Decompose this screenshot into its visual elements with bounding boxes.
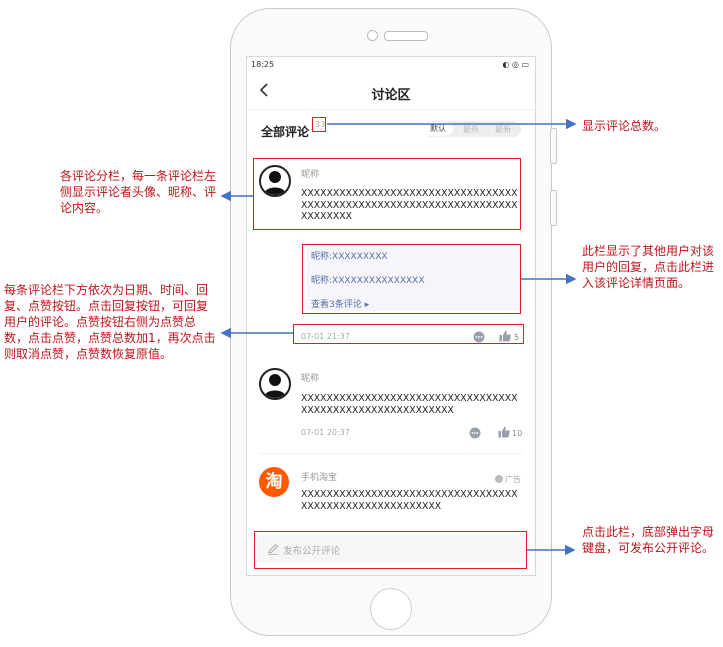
like-icon[interactable] xyxy=(499,330,511,342)
comment-content: XXXXXXXXXXXXXXXXXXXXXXXXXXXXXXXXXXXXXXXX… xyxy=(301,393,518,416)
ad-content: XXXXXXXXXXXXXXXXXXXXXXXXXXXXXXXXXXXXXXXX… xyxy=(301,489,518,512)
status-time: 18:25 xyxy=(251,60,275,69)
highlight-meta xyxy=(293,324,524,344)
ad-name: 手机淘宝 xyxy=(301,473,338,483)
reply-list[interactable]: 昵称:XXXXXXXXX 昵称:XXXXXXXXXXXXXXX 查看3条评论 ▸ xyxy=(306,243,521,311)
side-button xyxy=(550,190,557,226)
like-count: 10 xyxy=(512,429,523,438)
camera-icon xyxy=(367,30,378,41)
status-icons: ◐ ◎ ▭ xyxy=(502,60,529,69)
reply-icon[interactable] xyxy=(473,331,485,343)
phone-screen: 18:25 ◐ ◎ ▭ 讨论区 全部评论 33 默认 最热 最新 昵称 XXXX… xyxy=(246,56,536,576)
user-icon xyxy=(264,374,286,398)
home-button[interactable] xyxy=(370,588,412,630)
nav-bar: 讨论区 xyxy=(247,73,535,110)
sort-tabs: 默认 最热 最新 xyxy=(423,121,521,137)
comment-date: 07-01 20:37 xyxy=(301,428,350,437)
view-more-link[interactable]: 查看3条评论 ▸ xyxy=(311,300,370,310)
comment-count: 33 xyxy=(315,120,326,129)
highlight-replies xyxy=(302,244,521,314)
annotation-replies: 此栏显示了其他用户对该用户的回复，点击此栏进入该评论详情页面。 xyxy=(582,244,715,290)
reply-line: 昵称:XXXXXXXXXXXXXXX xyxy=(311,276,425,286)
annotation-input: 点击此栏，底部弹出字母键盘，可发布公开评论。 xyxy=(582,525,715,555)
back-arrow-icon[interactable] xyxy=(259,83,269,97)
section-title: 全部评论 xyxy=(261,125,310,139)
like-icon[interactable] xyxy=(498,426,510,438)
tab-default[interactable]: 默认 xyxy=(423,122,453,136)
annotation-total: 显示评论总数。 xyxy=(582,119,667,133)
annotation-meta: 每条评论栏下方依次为日期、时间、回复、点赞按钮。点击回复按钮，可回复用户的评论。… xyxy=(4,283,216,361)
user-icon xyxy=(264,171,286,195)
ad-label-text: 广告 xyxy=(505,475,521,484)
speaker-grille xyxy=(384,31,428,41)
input-placeholder: 发布公开评论 xyxy=(283,546,341,557)
reply-line: 昵称:XXXXXXXXX xyxy=(311,252,388,262)
pencil-icon xyxy=(268,543,279,555)
divider xyxy=(259,453,523,454)
page-title: 讨论区 xyxy=(371,88,411,103)
taobao-logo[interactable]: 淘 xyxy=(259,467,289,497)
comment-nickname: 昵称 xyxy=(301,170,320,180)
avatar[interactable] xyxy=(259,368,291,400)
ad-label: 广告 xyxy=(495,474,521,485)
tab-newest[interactable]: 最新 xyxy=(495,125,511,134)
highlight-count xyxy=(312,117,326,132)
comment-content: XXXXXXXXXXXXXXXXXXXXXXXXXXXXXXXXXXXXXXXX… xyxy=(301,188,518,222)
annotation-comment: 各评论分栏，每一条评论栏左侧显示评论者头像、昵称、评论内容。 xyxy=(60,169,217,215)
info-icon xyxy=(495,475,503,483)
status-bar: 18:25 ◐ ◎ ▭ xyxy=(247,57,535,73)
tab-hottest[interactable]: 最热 xyxy=(463,125,479,134)
comment-nickname: 昵称 xyxy=(301,374,320,384)
like-count: 5 xyxy=(514,333,520,342)
highlight-comment xyxy=(253,158,521,230)
highlight-input xyxy=(254,531,527,569)
avatar[interactable] xyxy=(259,165,291,197)
comment-date: 07-01 21:37 xyxy=(301,332,350,341)
reply-icon[interactable] xyxy=(469,427,481,439)
side-button xyxy=(550,128,557,164)
comment-input-bar[interactable]: 发布公开评论 xyxy=(257,535,525,563)
